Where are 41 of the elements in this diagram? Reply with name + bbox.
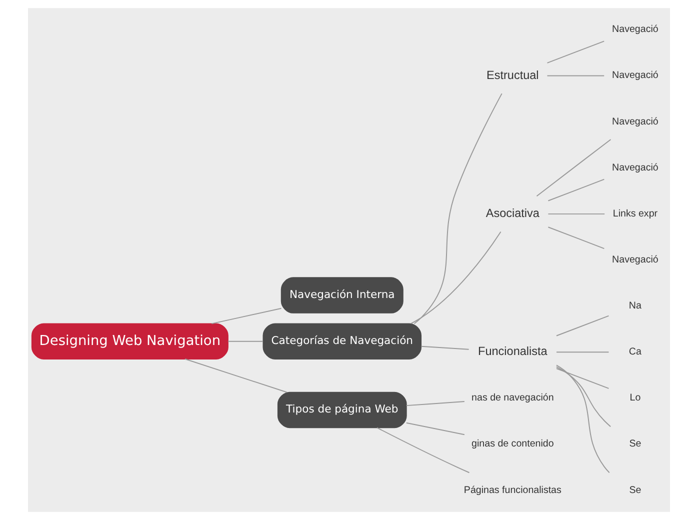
connector [556, 352, 609, 353]
connector [556, 368, 609, 389]
connector [547, 226, 604, 250]
node-text: Navegació [612, 254, 658, 266]
connector [413, 93, 502, 324]
node-box: Navegación Interna [280, 277, 403, 314]
node-text: Ca [628, 346, 641, 358]
node-text: Navegació [612, 24, 658, 36]
node-text: Links expr [612, 208, 658, 220]
node-text: Lo [629, 392, 640, 404]
node-text: Na [628, 300, 641, 312]
node-text: Navegació [612, 162, 658, 174]
connector [556, 364, 610, 474]
node-box: Designing Web Navigation [30, 323, 228, 360]
connector [547, 213, 605, 214]
node-text: ginas de contenido [471, 438, 554, 450]
connector [546, 40, 604, 64]
node-text: Estructual [486, 68, 538, 82]
connector [405, 401, 464, 406]
connector [555, 366, 611, 428]
connector [210, 308, 282, 324]
connector [405, 422, 464, 436]
node-box: Categorías de Navegación [262, 323, 422, 360]
node-text: nas de navegación [471, 392, 554, 404]
connector [227, 340, 264, 342]
connector [546, 75, 604, 76]
connector [410, 231, 501, 324]
node-text: Funcionalista [478, 345, 547, 358]
connector [536, 139, 611, 197]
connector [420, 346, 469, 350]
connector [556, 315, 609, 336]
node-text: Se [628, 438, 641, 450]
node-text: Asociativa [485, 206, 539, 220]
node-text: Se [628, 484, 641, 496]
connector [376, 427, 470, 474]
connector [547, 178, 604, 202]
connector [184, 358, 287, 393]
node-box: Tipos de página Web [276, 392, 406, 428]
node-text: Páginas funcionalistas [463, 484, 561, 496]
node-text: Navegació [612, 70, 658, 82]
node-text: Navegació [612, 116, 658, 128]
